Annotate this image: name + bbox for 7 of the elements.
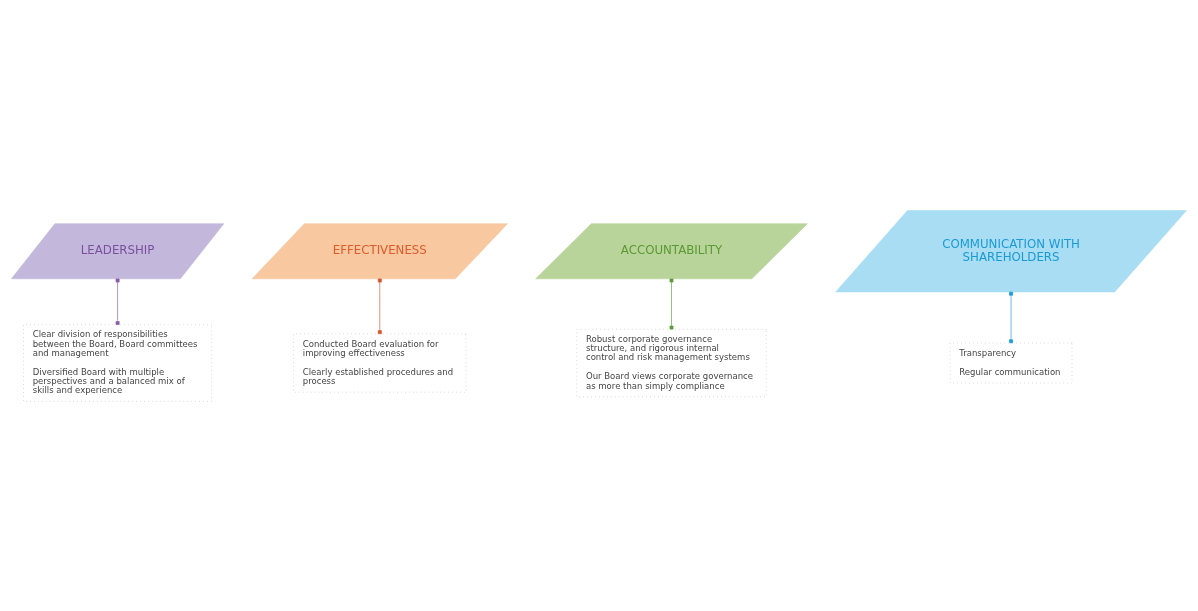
node-box: Clear division of responsibilities between the Board, Board committees and management Diversified Board with multiple perspectives and a balanced mix of skills and experience (23, 323, 212, 402)
node-box: Conducted Board evaluation for improving effectiveness Clearly established procedures and process (293, 333, 467, 393)
node-box: Transparency Regular communication (949, 342, 1073, 383)
connector (1009, 291, 1013, 343)
node-box: Robust corporate governance structure, and rigorous internal control and risk management systems Our Board views corporate governance as more than simply compliance (576, 328, 767, 397)
connector (377, 278, 382, 334)
connector (669, 278, 674, 329)
